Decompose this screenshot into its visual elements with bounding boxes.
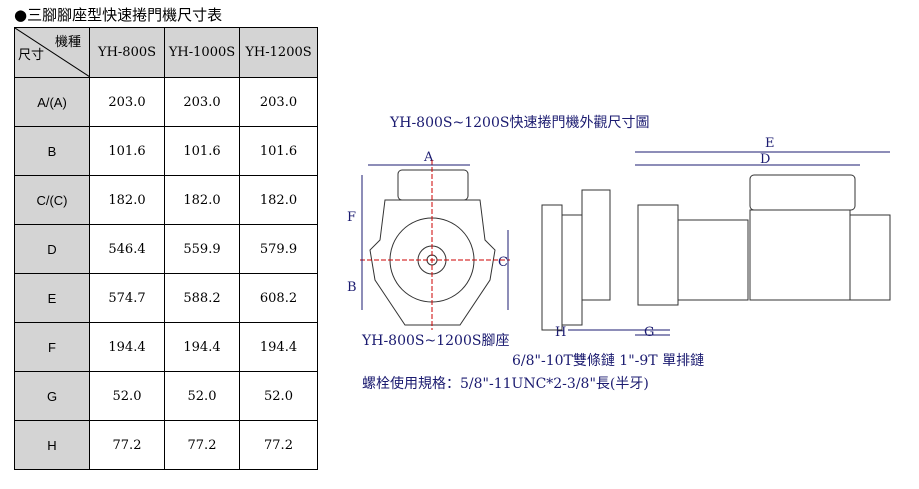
dimension-label: F (14, 322, 90, 372)
dim-b: B (347, 280, 357, 295)
model-column-header: YH-1200S (239, 27, 318, 78)
dimension-value: 77.2 (164, 420, 240, 470)
size-header: 尺寸 (18, 48, 45, 63)
dim-c: C (498, 255, 508, 270)
dim-e: E (765, 136, 775, 151)
dim-d: D (760, 152, 771, 167)
dimension-value: 77.2 (239, 420, 318, 470)
bolt-label: 螺栓使用規格：5/8"-11UNC*2-3/8"長(半牙) (362, 376, 649, 392)
dim-h: H (555, 325, 567, 340)
dimension-value: 203.0 (239, 77, 318, 127)
dimension-label: B (14, 126, 90, 176)
dim-f: F (347, 210, 357, 225)
front-view (360, 160, 510, 330)
dimension-value: 194.4 (89, 322, 165, 372)
dimension-value: 546.4 (89, 224, 165, 274)
model-column-header: YH-800S (89, 27, 165, 78)
dimension-value: 574.7 (89, 273, 165, 323)
dimension-value: 559.9 (164, 224, 240, 274)
dimension-label: C/(C) (14, 175, 90, 225)
page-title: ●三腳腳座型快速捲門機尺寸表 (14, 6, 223, 24)
corner-header: 機種 尺寸 (14, 27, 90, 78)
dimension-value: 182.0 (164, 175, 240, 225)
dimension-value: 194.4 (239, 322, 318, 372)
dimension-value: 52.0 (89, 371, 165, 421)
dimension-value: 77.2 (89, 420, 165, 470)
dimension-label: A/(A) (14, 77, 90, 127)
dimension-value: 182.0 (89, 175, 165, 225)
motor-drawing (360, 151, 891, 336)
dimension-table: 機種 尺寸 YH-800S YH-1000S YH-1200S A/(A)203… (14, 27, 318, 470)
dim-a: A (424, 150, 434, 165)
dimension-value: 101.6 (239, 126, 318, 176)
dimension-label: H (14, 420, 90, 470)
table-header-row: 機種 尺寸 YH-800S YH-1000S YH-1200S (14, 27, 318, 78)
side-view (541, 189, 670, 331)
dimension-value: 52.0 (164, 371, 240, 421)
drawing-title: YH-800S~1200S快速捲門機外觀尺寸圖 (390, 115, 650, 131)
dimension-label: G (14, 371, 90, 421)
dimension-value: 608.2 (239, 273, 318, 323)
dimension-label: D (14, 224, 90, 274)
base-label: YH-800S~1200S腳座 (362, 333, 510, 349)
dimension-value: 182.0 (239, 175, 318, 225)
dimension-value: 101.6 (164, 126, 240, 176)
dimension-value: 194.4 (164, 322, 240, 372)
chain-label: 6/8"-10T雙條鏈 1"-9T 單排鏈 (512, 353, 705, 369)
model-header: 機種 (54, 35, 81, 50)
dimension-value: 579.9 (239, 224, 318, 274)
dim-g: G (644, 325, 655, 340)
dimension-value: 101.6 (89, 126, 165, 176)
model-column-header: YH-1000S (164, 27, 240, 78)
dimension-label: E (14, 273, 90, 323)
dimension-value: 52.0 (239, 371, 318, 421)
dimension-value: 203.0 (164, 77, 240, 127)
dimension-value: 588.2 (164, 273, 240, 323)
motor-side-view (635, 151, 891, 336)
dimension-value: 203.0 (89, 77, 165, 127)
